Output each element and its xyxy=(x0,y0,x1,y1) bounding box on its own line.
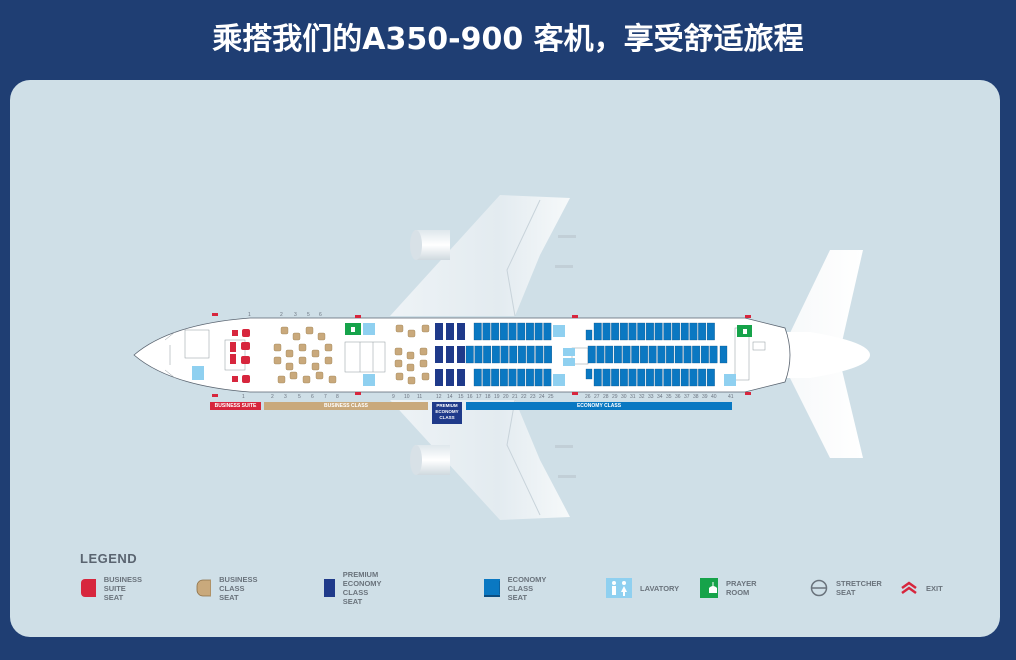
exit-markers xyxy=(212,313,751,397)
row-number: 20 xyxy=(503,394,509,400)
lavatory-icon xyxy=(606,578,632,598)
aircraft-diagram xyxy=(133,195,870,520)
row-number: 25 xyxy=(548,394,554,400)
legend-economy: ECONOMY CLASS SEAT xyxy=(483,575,554,602)
row-number: 14 xyxy=(447,394,453,400)
row-number: 31 xyxy=(630,394,636,400)
prayer-room-icon xyxy=(700,578,718,598)
tail xyxy=(780,250,870,458)
lower-wing xyxy=(390,399,576,520)
row-number: 26 xyxy=(585,394,591,400)
row-number: 28 xyxy=(603,394,609,400)
section-economy-class: ECONOMY CLASS xyxy=(466,402,732,410)
row-number: 11 xyxy=(417,394,423,400)
row-number: 33 xyxy=(648,394,654,400)
row-number: 32 xyxy=(639,394,645,400)
row-number: 27 xyxy=(594,394,600,400)
exit-icon xyxy=(901,581,917,595)
row-number: 9 xyxy=(392,394,395,400)
row-number: 17 xyxy=(476,394,482,400)
row-number: 5 xyxy=(298,394,301,400)
section-business-class: BUSINESS CLASS xyxy=(264,402,428,410)
legend-prayer-room: PRAYER ROOM xyxy=(700,576,765,600)
legend-business-suite: BUSINESS SUITE SEAT xyxy=(80,575,148,602)
row-number: 1 xyxy=(248,312,251,318)
row-number: 29 xyxy=(612,394,618,400)
lavatories xyxy=(192,323,736,386)
row-number: 19 xyxy=(494,394,500,400)
row-number: 41 xyxy=(728,394,734,400)
row-number: 6 xyxy=(311,394,314,400)
upper-wing xyxy=(390,195,576,317)
row-number: 2 xyxy=(280,312,283,318)
row-number: 16 xyxy=(467,394,473,400)
legend-lavatory: LAVATORY xyxy=(606,576,679,600)
row-number: 38 xyxy=(693,394,699,400)
row-number: 21 xyxy=(512,394,518,400)
row-number: 2 xyxy=(271,394,274,400)
business-class-seats xyxy=(273,324,430,385)
row-number: 22 xyxy=(521,394,527,400)
row-number: 15 xyxy=(458,394,464,400)
row-number: 36 xyxy=(675,394,681,400)
stretcher-seat-icon xyxy=(810,579,828,597)
legend-stretcher-seat: STRETCHER SEAT xyxy=(810,576,882,600)
row-number: 24 xyxy=(539,394,545,400)
legend-premium-economy: PREMIUM ECONOMY CLASS SEAT xyxy=(323,570,394,606)
row-number: 39 xyxy=(702,394,708,400)
row-number: 34 xyxy=(657,394,663,400)
legend-exit: EXIT xyxy=(900,576,943,600)
row-number: 18 xyxy=(485,394,491,400)
row-number: 7 xyxy=(324,394,327,400)
business-suite-seat-icon xyxy=(81,579,96,597)
page-title: 乘搭我们的A350-900 客机，享受舒适旅程 xyxy=(212,22,804,57)
economy-seat-icon xyxy=(484,579,500,597)
section-business-suite: BUSINESS SUITE xyxy=(210,402,261,410)
row-number: 23 xyxy=(530,394,536,400)
row-number: 5 xyxy=(307,312,310,318)
row-number: 37 xyxy=(684,394,690,400)
row-number: 8 xyxy=(336,394,339,400)
section-premium-economy: PREMIUM ECONOMY CLASS xyxy=(432,402,462,424)
economy-seats xyxy=(465,322,728,387)
row-number: 10 xyxy=(404,394,410,400)
business-class-seat-icon xyxy=(196,579,212,597)
legend-business-class: BUSINESS CLASS SEAT xyxy=(196,575,264,602)
row-number: 12 xyxy=(436,394,442,400)
row-number: 35 xyxy=(666,394,672,400)
row-number: 1 xyxy=(242,394,245,400)
row-number: 3 xyxy=(294,312,297,318)
premium-economy-seats xyxy=(435,323,465,386)
row-number: 30 xyxy=(621,394,627,400)
prayer-room xyxy=(345,323,752,337)
row-number: 3 xyxy=(284,394,287,400)
legend-title: LEGEND xyxy=(80,551,138,566)
row-number: 40 xyxy=(711,394,717,400)
premium-economy-seat-icon xyxy=(324,579,335,597)
business-suite-seats xyxy=(230,329,250,383)
row-number: 6 xyxy=(319,312,322,318)
